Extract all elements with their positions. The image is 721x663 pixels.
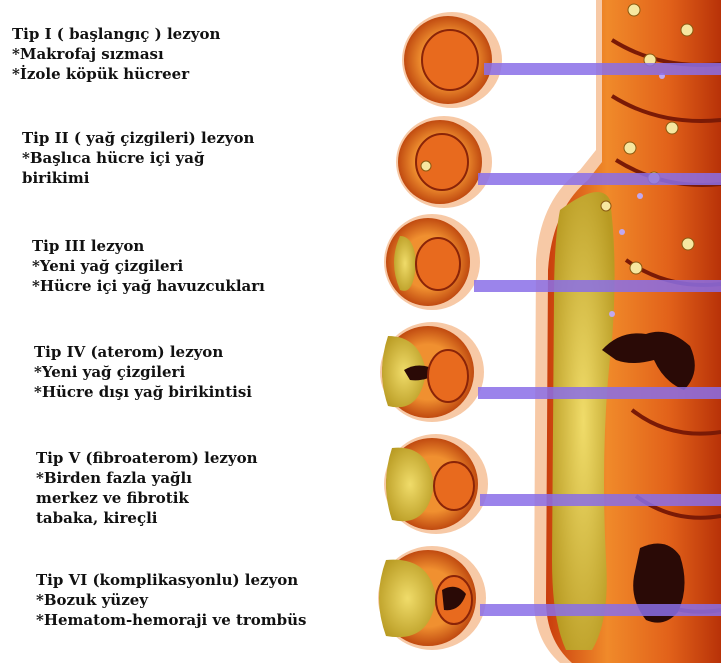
cross-section-3 xyxy=(384,214,480,310)
cross-section-2 xyxy=(396,116,492,208)
cross-section-4 xyxy=(380,322,484,422)
cross-section-6 xyxy=(378,546,486,650)
cross-section-5 xyxy=(384,434,488,534)
long-vessel xyxy=(534,0,721,663)
plaque-region xyxy=(552,192,615,650)
cross-section-1 xyxy=(402,12,502,108)
